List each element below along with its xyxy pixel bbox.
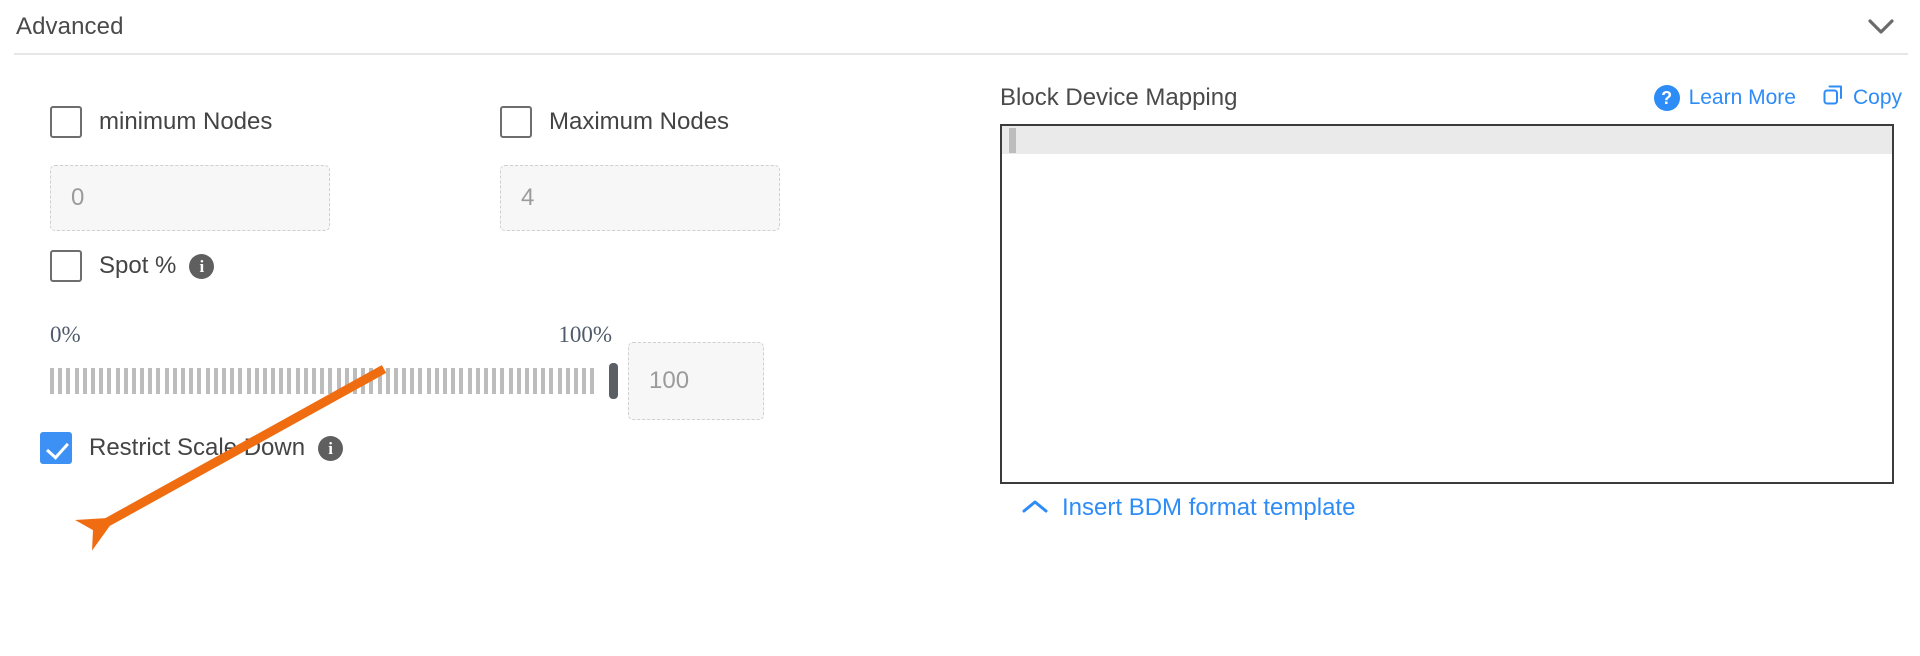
spot-percent-info-icon[interactable]: i bbox=[189, 253, 215, 279]
restrict-scale-down-info-icon[interactable]: i bbox=[318, 435, 344, 461]
section-header: Advanced bbox=[0, 0, 1920, 54]
spot-percent-slider[interactable] bbox=[50, 363, 618, 399]
spot-percent-label: Spot % bbox=[99, 252, 177, 279]
question-mark-circle-icon: ? bbox=[1653, 85, 1680, 111]
maximum-nodes-label: Maximum Nodes bbox=[549, 108, 730, 135]
restrict-scale-down-row: Restrict Scale Down i bbox=[40, 432, 344, 464]
learn-more-link[interactable]: ? Learn More bbox=[1653, 85, 1796, 111]
insert-bdm-template-label: Insert BDM format template bbox=[1062, 494, 1356, 521]
copy-button[interactable]: Copy bbox=[1822, 84, 1902, 112]
block-device-mapping-column: Block Device Mapping ? Learn More Copy bbox=[1000, 76, 1920, 522]
block-device-mapping-title: Block Device Mapping bbox=[1000, 84, 1238, 111]
insert-bdm-template-link[interactable]: Insert BDM format template bbox=[1022, 494, 1355, 522]
left-settings-column: minimum Nodes 0 Maximum Nodes 4 Spot % i… bbox=[0, 60, 990, 656]
slider-end-labels: 0% 100% bbox=[50, 322, 620, 354]
slider-min-label: 0% bbox=[50, 322, 81, 347]
chevron-up-icon bbox=[1022, 494, 1048, 522]
copy-label: Copy bbox=[1852, 86, 1902, 109]
minimum-nodes-checkbox[interactable] bbox=[50, 106, 82, 138]
maximum-nodes-checkbox[interactable] bbox=[500, 106, 532, 138]
chevron-down-icon[interactable] bbox=[1864, 10, 1898, 44]
editor-cursor bbox=[1009, 128, 1016, 153]
minimum-nodes-input-value: 0 bbox=[71, 184, 85, 211]
spot-percent-value-input[interactable]: 100 bbox=[628, 342, 764, 420]
block-device-mapping-actions: ? Learn More Copy bbox=[1653, 76, 1902, 120]
maximum-nodes-input-value: 4 bbox=[521, 184, 535, 211]
block-device-mapping-header: Block Device Mapping ? Learn More Copy bbox=[1000, 76, 1920, 120]
spot-percent-slider-group: 0% 100% bbox=[50, 322, 620, 399]
learn-more-label: Learn More bbox=[1688, 86, 1796, 109]
editor-active-line bbox=[1002, 126, 1892, 154]
spot-percent-value: 100 bbox=[649, 367, 690, 394]
copy-icon bbox=[1822, 84, 1844, 112]
page-title: Advanced bbox=[16, 13, 124, 40]
restrict-scale-down-label: Restrict Scale Down bbox=[89, 434, 306, 461]
block-device-mapping-editor[interactable] bbox=[1000, 124, 1894, 484]
slider-tick-marks bbox=[50, 368, 610, 394]
slider-max-label: 100% bbox=[558, 322, 612, 347]
minimum-nodes-input[interactable]: 0 bbox=[50, 165, 330, 231]
minimum-nodes-row: minimum Nodes bbox=[50, 106, 272, 138]
spot-percent-row: Spot % i bbox=[50, 250, 215, 282]
maximum-nodes-row: Maximum Nodes bbox=[500, 106, 729, 138]
minimum-nodes-label: minimum Nodes bbox=[99, 108, 273, 135]
slider-handle[interactable] bbox=[609, 363, 618, 399]
spot-percent-checkbox[interactable] bbox=[50, 250, 82, 282]
maximum-nodes-input[interactable]: 4 bbox=[500, 165, 780, 231]
restrict-scale-down-checkbox[interactable] bbox=[40, 432, 72, 464]
header-divider bbox=[14, 53, 1908, 55]
